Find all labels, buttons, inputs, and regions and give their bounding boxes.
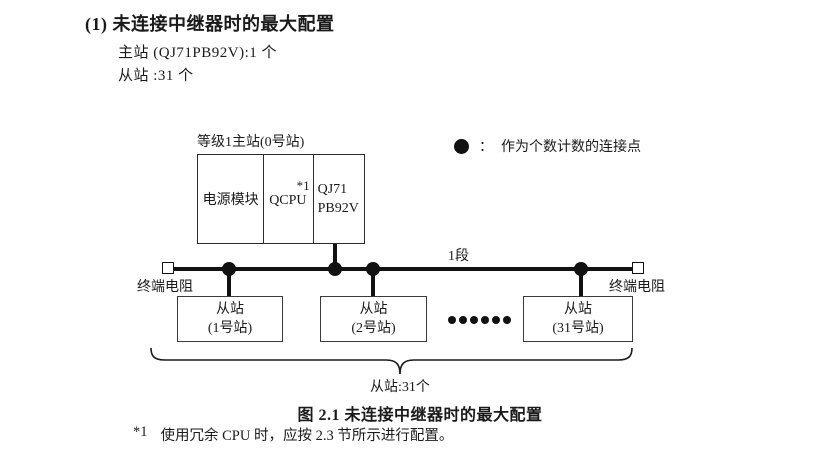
bus-line (168, 267, 638, 271)
slave1-line1: 从站 (216, 302, 244, 317)
slave31-line2: (31号站) (552, 321, 604, 336)
drop-line-slave31 (579, 269, 583, 297)
terminator-square-right (632, 262, 644, 274)
slave-box-31: 从站 (31号站) (523, 296, 633, 342)
connection-dot-master (328, 262, 342, 276)
figure-caption: 图 2.1 未连接中继器时的最大配置 (297, 407, 543, 424)
master-station-label: 等级1主站(0号站) (197, 135, 305, 150)
terminator-square-left (162, 262, 174, 274)
slave2-line1: 从站 (359, 302, 388, 317)
footnote-ref: *1 (133, 424, 148, 440)
master-station-box: 电源模块 *1 QCPU QJ71 PB92V (197, 154, 365, 244)
drop-line-slave2 (371, 269, 375, 297)
master-count-line: 主站 (QJ71PB92V):1 个 (118, 45, 278, 61)
footnote: *1 使用冗余 CPU 时，应按 2.3 节所示进行配置。 (133, 424, 453, 445)
slave31-line1: 从站 (564, 302, 592, 317)
drop-line-slave1 (227, 269, 231, 297)
qj71pb92v-cell: QJ71 PB92V (312, 155, 364, 243)
slave1-line2: (1号站) (207, 321, 253, 336)
footnote-text: 使用冗余 CPU 时，应按 2.3 节所示进行配置。 (160, 428, 454, 444)
section-heading: (1) 未连接中继器时的最大配置 (85, 14, 335, 34)
terminator-label-right: 终端电阻 (609, 280, 665, 295)
power-module-cell: 电源模块 (202, 193, 259, 208)
qcpu-cell: *1 QCPU (263, 155, 312, 243)
brace (150, 347, 633, 375)
drop-line-master (333, 244, 337, 268)
terminator-label-left: 终端电阻 (137, 280, 193, 295)
footnote-marker: *1 (296, 178, 310, 193)
legend: ： 作为个数计数的连接点 (454, 136, 641, 156)
legend-separator: ： (479, 140, 493, 155)
slave-box-1: 从站 (1号站) (177, 296, 283, 342)
brace-label: 从站:31个 (370, 380, 430, 395)
legend-text: 作为个数计数的连接点 (501, 140, 641, 155)
slave-count-line: 从站 :31 个 (118, 68, 194, 84)
slave-box-2: 从站 (2号站) (320, 296, 427, 342)
segment-label: 1段 (448, 249, 469, 264)
connection-point-icon (454, 138, 469, 154)
qj71-label-line2: PB92V (317, 201, 359, 216)
qj71-label-line1: QJ71 (317, 182, 348, 197)
ellipsis-dots (448, 316, 511, 324)
slave2-line2: (2号站) (351, 321, 396, 336)
qcpu-label: QCPU (269, 193, 307, 208)
